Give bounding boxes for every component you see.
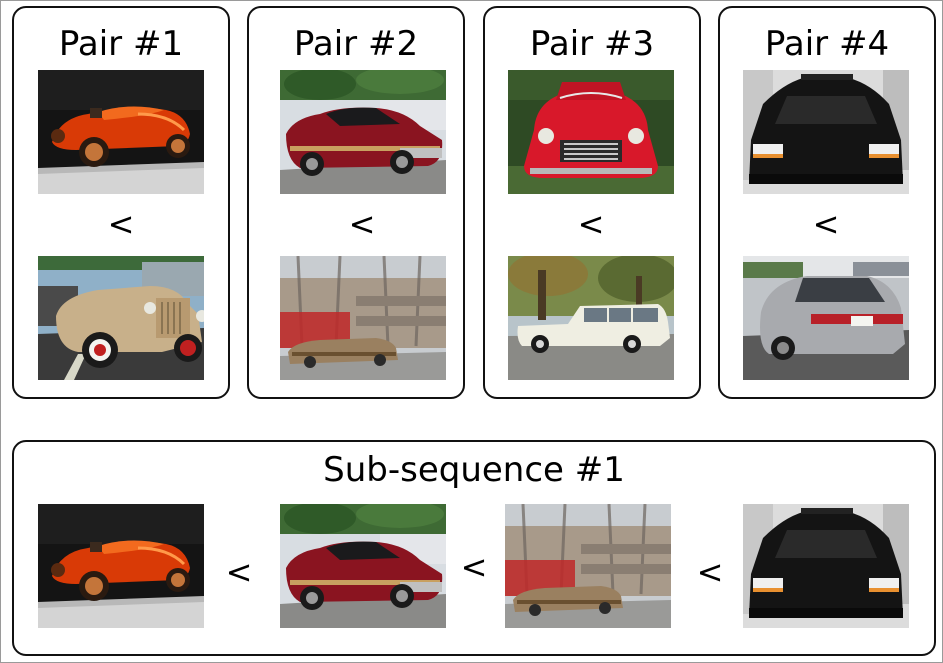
less-than-sign: <	[577, 205, 605, 243]
car-photo-blurry-wagon	[505, 504, 671, 628]
car-photo-orange-roadster	[38, 70, 204, 194]
car-photo-black-sports-car	[743, 504, 909, 628]
less-than-sign: <	[460, 548, 488, 586]
less-than-sign: <	[107, 205, 135, 243]
less-than-sign: <	[225, 553, 253, 591]
car-photo-silver-sedan	[743, 256, 909, 380]
less-than-sign: <	[812, 205, 840, 243]
car-photo-red-muscle-car	[280, 504, 446, 628]
car-photo-beige-convertible	[38, 256, 204, 380]
subsequence-title: Sub-sequence #1	[323, 450, 625, 490]
car-photo-white-wagon	[508, 256, 674, 380]
car-photo-black-sports-car	[743, 70, 909, 194]
car-photo-orange-roadster	[38, 504, 204, 628]
pair-title: Pair #1	[58, 24, 184, 64]
pair-title: Pair #3	[529, 24, 655, 64]
less-than-sign: <	[696, 553, 724, 591]
car-photo-red-vintage-front	[508, 70, 674, 194]
car-photo-red-muscle-car	[280, 70, 446, 194]
pair-title: Pair #2	[293, 24, 419, 64]
car-photo-blurry-wagon	[280, 256, 446, 380]
less-than-sign: <	[348, 205, 376, 243]
pair-title: Pair #4	[764, 24, 890, 64]
